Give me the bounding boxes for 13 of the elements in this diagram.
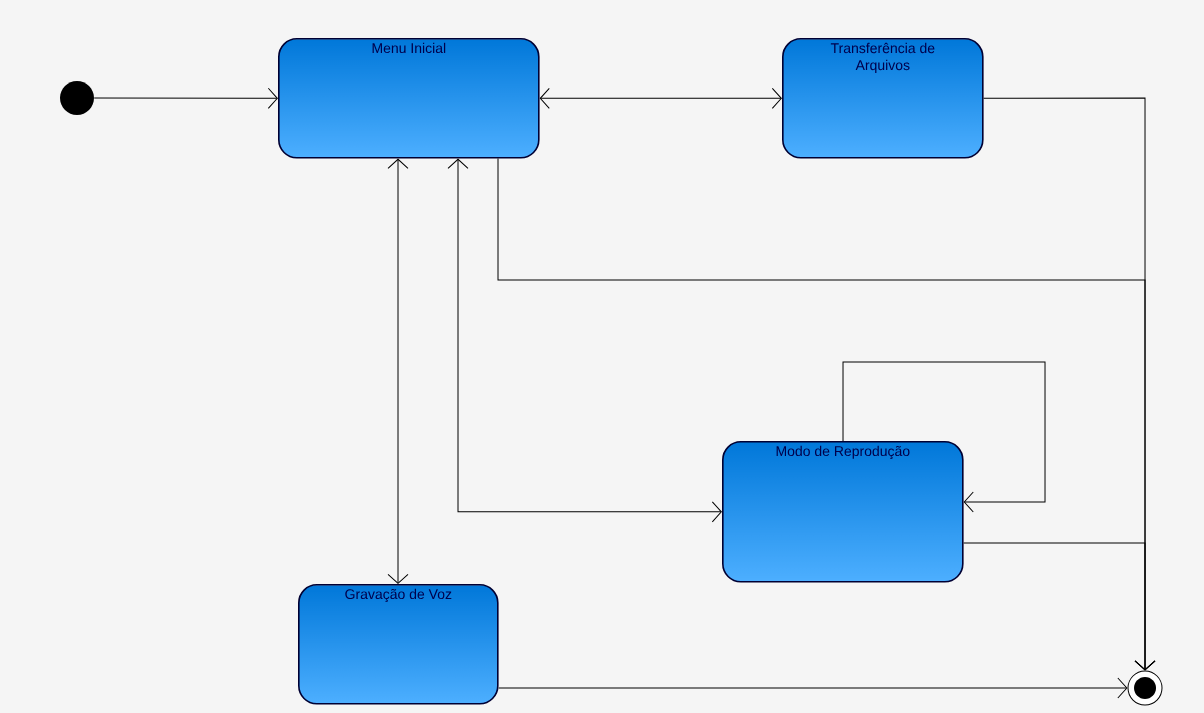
start-node (60, 81, 94, 115)
state-box: Transferência de Arquivos (782, 38, 984, 159)
state-box: Menu Inicial (278, 38, 540, 159)
arrow (93, 87, 278, 109)
end-node (1127, 670, 1163, 706)
state-box: Modo de Reprodução (722, 441, 964, 583)
arrow (963, 542, 1156, 671)
arrow (842, 361, 1046, 513)
arrow (447, 158, 722, 523)
arrow (498, 677, 1128, 699)
arrow (387, 158, 409, 584)
arrow (539, 87, 782, 109)
state-box: Gravação de Voz (298, 584, 499, 705)
